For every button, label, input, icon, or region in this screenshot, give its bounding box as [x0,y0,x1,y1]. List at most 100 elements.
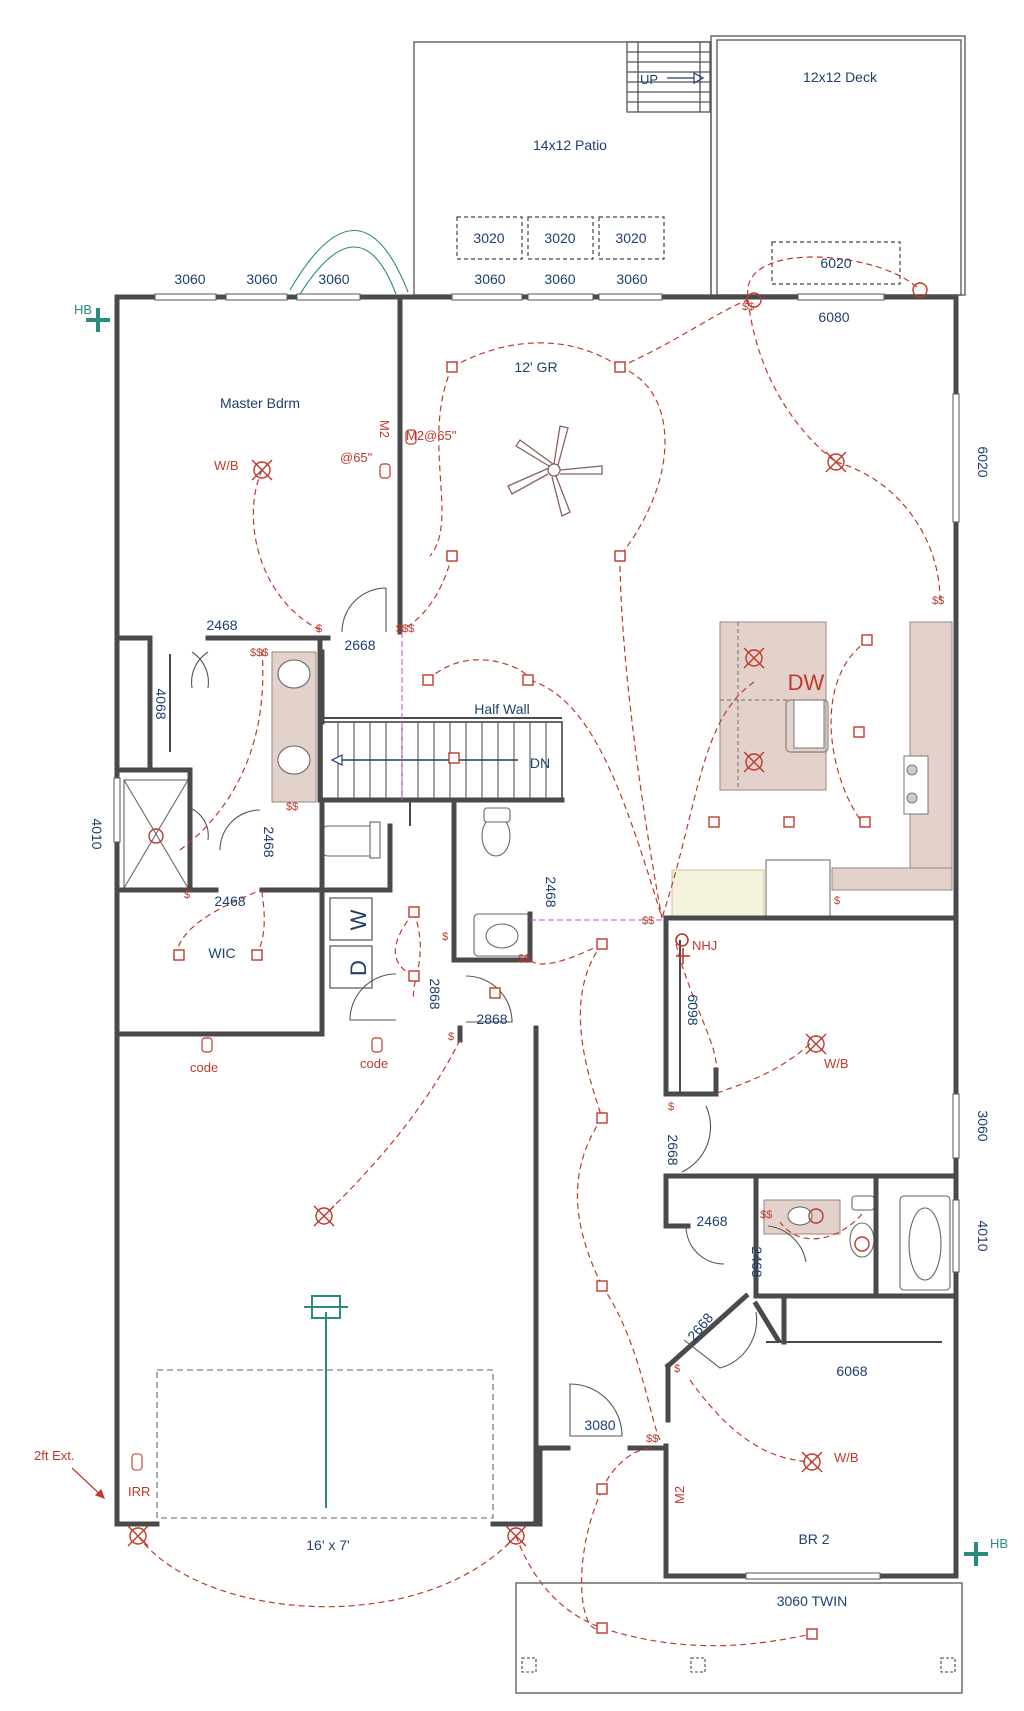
washer-label: W [346,909,371,930]
window-label: 3060 [318,271,349,287]
door-label: 2468 [543,876,559,907]
svg-text:$$: $$ [286,801,298,813]
stair-down-label: DN [530,755,550,771]
laundry-appliances [329,897,373,989]
garage-door-opener [304,1295,348,1508]
window-label: 3060 [246,271,277,287]
stair-up-arrow [667,71,705,85]
door-label: 6080 [818,309,849,325]
walls [114,294,959,1579]
bath-fixtures [123,659,951,1291]
door-label: 2468 [696,1213,727,1229]
door-label: 2668 [665,1134,681,1165]
stair-up-label: UP [640,72,658,87]
window-label: 3060 [474,271,505,287]
code-label: code [190,1060,218,1075]
kitchen-island-sink [720,622,829,790]
br2-label: BR 2 [798,1531,829,1547]
garage-door-label: 16' x 7' [306,1537,349,1553]
door-label: 2468 [214,893,245,909]
window-label: 6020 [975,446,991,477]
great-room-label: 12' GR [514,359,557,375]
window-label: 3060 [975,1110,991,1141]
garage-door-outline [156,1369,494,1519]
patio-label: 14x12 Patio [533,137,607,153]
door-label: 2468 [206,617,237,633]
svg-text:$$: $$ [932,595,944,607]
electrical-labels: W/B W/B W/B M2 M2@65" @65" M2 code code … [34,420,859,1504]
wic-label: WIC [208,945,235,961]
window-label: 4010 [975,1220,991,1251]
window-door-labels: 3060 3060 3060 3060 3060 3060 3020 3020 … [89,230,991,1609]
svg-text:$: $ [834,895,840,907]
nhj-label: NHJ [692,938,717,953]
svg-text:$$: $$ [518,953,530,965]
interior-stairs [321,721,563,801]
door-label: 2868 [476,1011,507,1027]
svg-text:$$: $$ [642,915,654,927]
switch-icons: $$ $$$ $ $$$ $$ $ $ $$ $$ $$ $ $ $$ $$ $… [184,301,944,1445]
half-wall-label: Half Wall [474,701,530,717]
m2-65-label: M2@65" [406,428,457,443]
hose-bib-icon [86,308,988,1566]
door-label: 6098 [685,994,701,1025]
svg-text:$$: $$ [742,301,754,313]
window-label: 3060 [174,271,205,287]
window-label: 3060 TWIN [777,1593,848,1609]
cabinetry [271,621,953,1235]
ext-arrow-icon [71,1467,106,1500]
svg-text:$: $ [442,931,448,943]
door-label: 6068 [836,1363,867,1379]
window-label: 3020 [544,230,575,246]
ext-label: 2ft Ext. [34,1448,74,1463]
door-label: 2468 [749,1246,765,1277]
deck-label: 12x12 Deck [803,69,878,85]
code-label: code [360,1056,388,1071]
svg-text:$: $ [674,1363,680,1375]
dishwasher-label: DW [788,670,825,695]
door-label: 3080 [584,1417,615,1433]
nhj-marker [675,933,690,964]
hose-bib-label: HB [990,1536,1008,1551]
porch-posts [521,1657,956,1673]
door-label: 2468 [261,826,277,857]
wb-label: W/B [824,1056,849,1071]
exterior-windows [113,293,960,1580]
ceiling-lights [127,282,928,1547]
window-label: 4010 [89,818,105,849]
wb-label: W/B [834,1450,859,1465]
svg-text:$: $ [316,623,322,635]
irr-label: IRR [128,1484,150,1499]
door-label: 2668 [344,637,375,653]
svg-text:$: $ [184,889,190,901]
code-detectors [201,429,417,1053]
window-label: 3020 [473,230,504,246]
m2-label: M2 [377,420,392,438]
m2-label: M2 [672,1486,687,1504]
alignment-lines [401,632,662,921]
room-labels: 14x12 Patio 12x12 Deck 12' GR Master Bdr… [208,69,878,1553]
ceiling-fan-icon [507,425,603,517]
window-label: 6020 [820,255,851,271]
patio-dashed-boxes [456,216,901,285]
door-label: 4068 [153,688,169,719]
hose-bib-label: HB [74,302,92,317]
window-label: 3020 [615,230,646,246]
thin-walls [169,654,942,1343]
svg-text:$: $ [668,1101,674,1113]
light-fixtures [173,361,873,1640]
svg-text:$: $ [448,1031,454,1043]
svg-text:$$: $$ [646,1433,658,1445]
irr-marker [131,1453,143,1471]
window-label: 3060 [616,271,647,287]
svg-text:$$$: $$$ [396,623,414,635]
svg-text:$$: $$ [760,1209,772,1221]
electrical-circuits [137,256,941,1647]
master-bedroom-label: Master Bdrm [220,395,300,411]
wb-label: W/B [214,458,239,473]
window-label: 3060 [544,271,575,287]
at65-label: @65" [340,450,373,465]
door-label: 2868 [427,978,443,1009]
dryer-label: D [346,960,371,976]
